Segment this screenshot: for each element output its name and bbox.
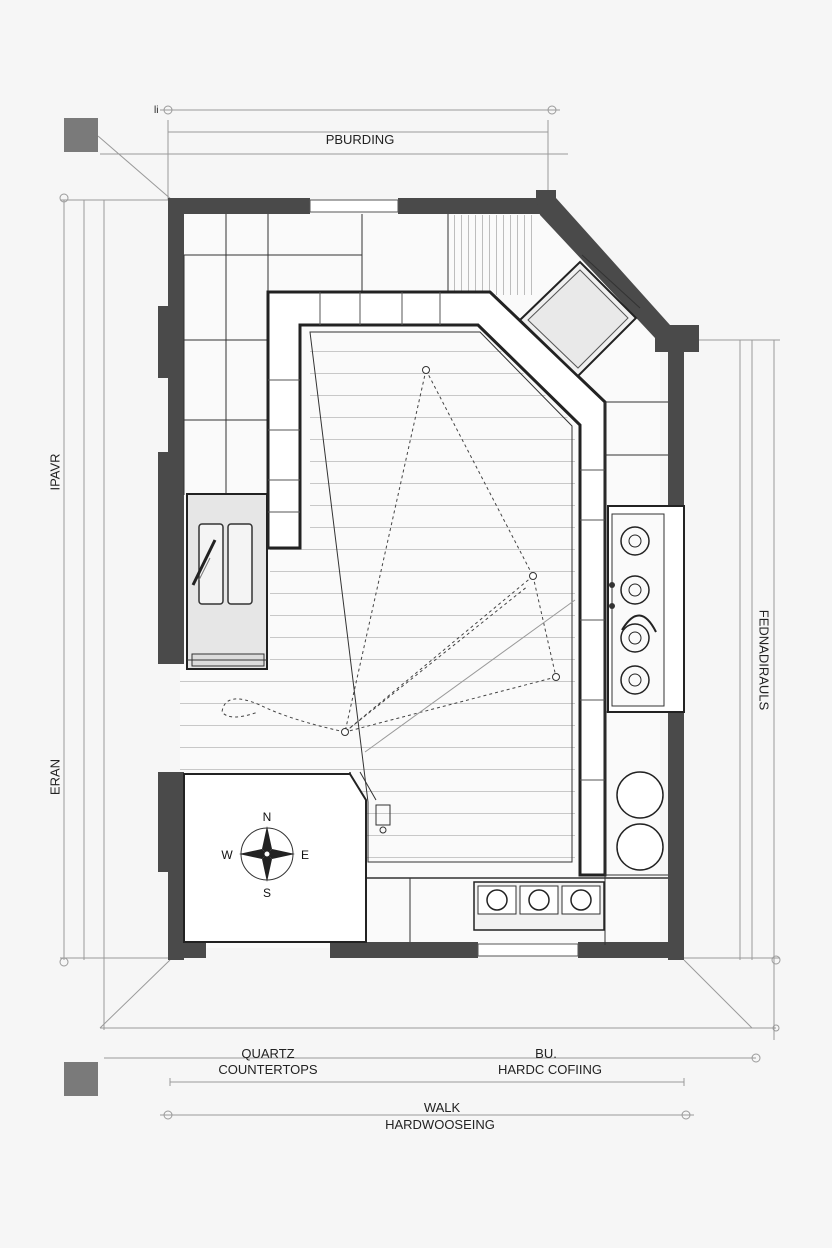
island-segments — [268, 292, 605, 781]
left-lower-label: ERAN — [47, 758, 63, 796]
bu-label: BU. — [535, 1046, 557, 1061]
work-triangle — [221, 369, 557, 733]
burner-icon — [620, 623, 650, 653]
sink — [186, 493, 268, 670]
right-side-label: FEDNADIRAULS — [756, 609, 772, 711]
cooktop — [607, 505, 685, 713]
quartz-label: QUARTZ — [241, 1046, 295, 1061]
walls — [158, 190, 699, 960]
bottom-counter — [349, 772, 668, 942]
dimension-lines — [59, 105, 781, 1120]
compass-rose-icon — [239, 826, 295, 882]
pantry-slats — [448, 215, 538, 295]
faucet-icon — [621, 614, 657, 633]
burner-icon — [620, 665, 650, 695]
burner-icon — [620, 575, 650, 605]
hardc-cofiing-label: HARDC COFIING — [498, 1062, 602, 1077]
left-upper-label: IPAVR — [47, 453, 63, 491]
burner-icon — [620, 526, 650, 556]
countertops — [183, 214, 449, 495]
compass-east: E — [300, 848, 310, 862]
stool-1 — [616, 771, 664, 819]
top-tick-label: li — [154, 105, 159, 116]
compass-south: S — [262, 886, 272, 900]
hardwooseing-label: HARDWOOSEING — [385, 1117, 495, 1132]
corner-marker-bottom — [64, 1062, 98, 1096]
window-top — [309, 199, 399, 213]
compass-north: N — [262, 810, 272, 824]
countertops-label: COUNTERTOPS — [218, 1062, 318, 1077]
corner-marker-top — [64, 118, 98, 152]
stool-2 — [616, 823, 664, 871]
walk-label: WALK — [423, 1100, 461, 1115]
top-dimension-label: PBURDING — [325, 132, 395, 147]
compass-west: W — [221, 848, 233, 862]
window-bottom — [477, 943, 579, 957]
